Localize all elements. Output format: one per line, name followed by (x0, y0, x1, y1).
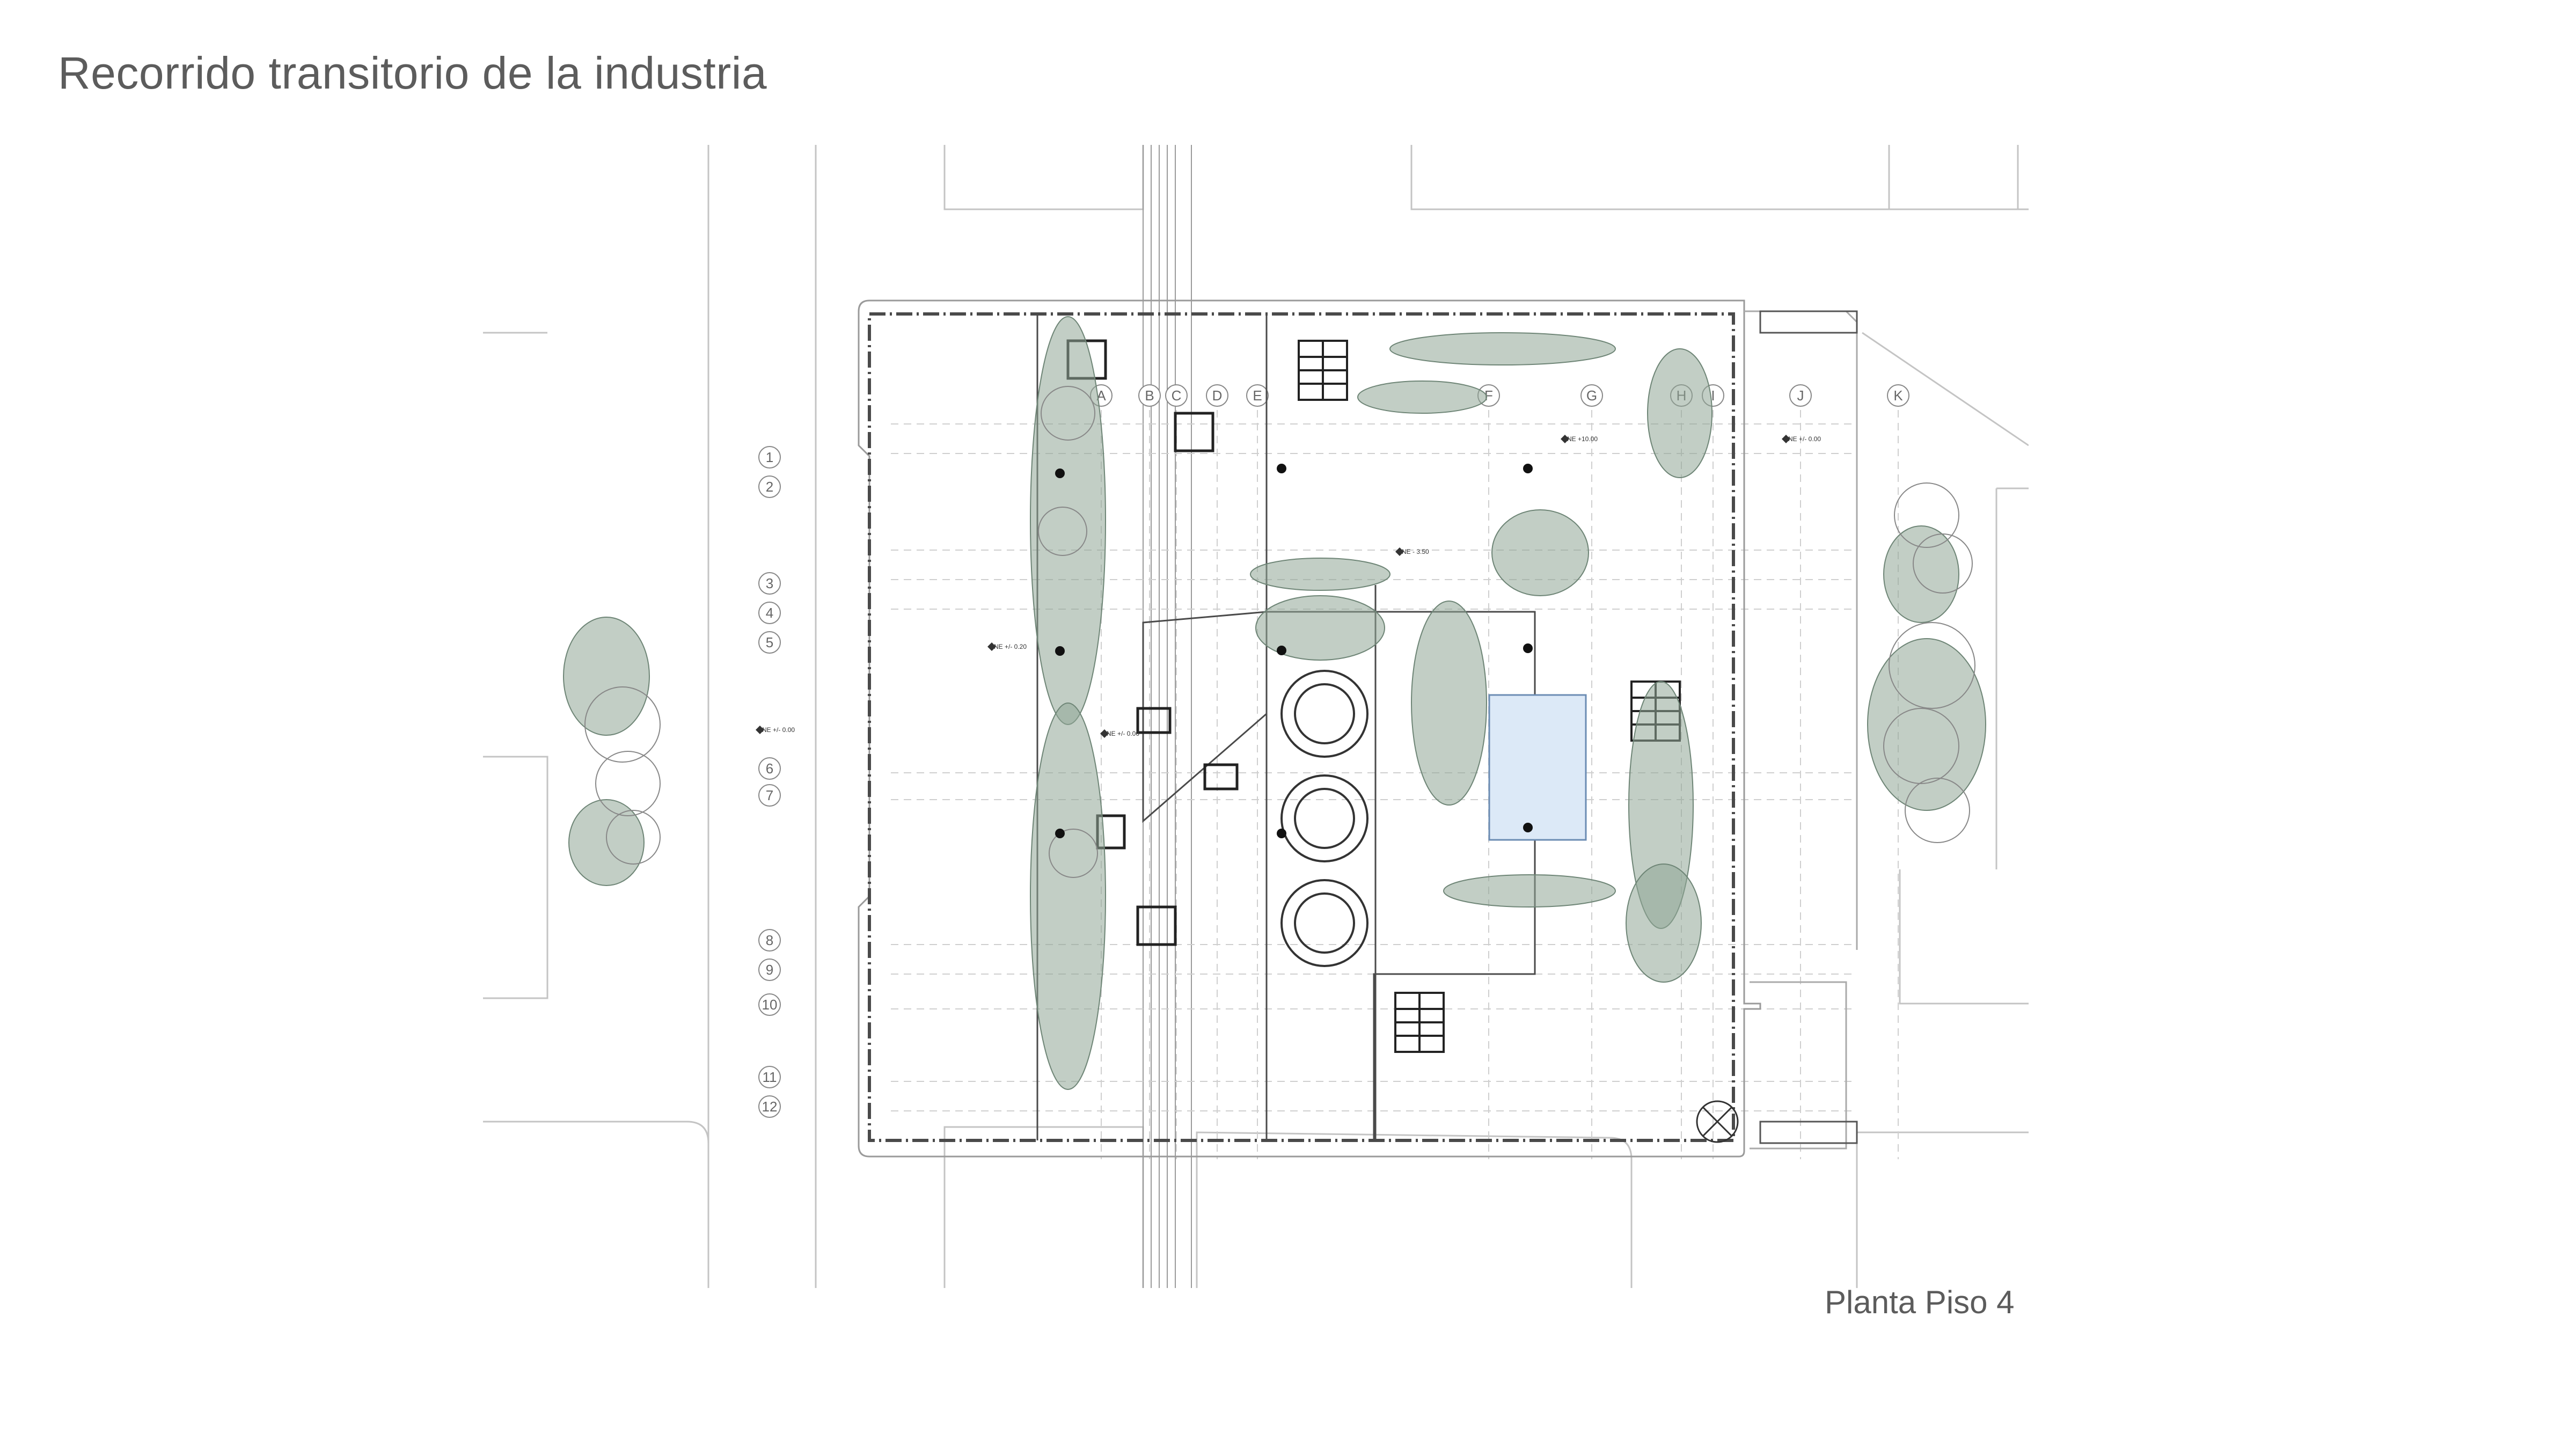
axis-row-11: 11 (763, 1069, 777, 1085)
tree-icon (584, 386, 1975, 878)
page-title: Recorrido transitorio de la industria (58, 48, 767, 98)
axis-col-k: K (1893, 387, 1903, 404)
axis-row-4: 4 (766, 605, 773, 621)
axis-row-10: 10 (762, 997, 778, 1013)
row-axis-labels: 1 2 3 4 5 6 7 8 9 10 11 12 (762, 449, 778, 1115)
axis-col-a: A (1096, 387, 1106, 404)
building-outline (858, 299, 1858, 1158)
level-plaza-left: NE +/- 0.20 (994, 643, 1027, 650)
water-pool (1488, 694, 1587, 841)
street-context (483, 145, 2029, 1288)
axis-col-g: G (1586, 387, 1597, 404)
axis-col-d: D (1212, 387, 1223, 404)
level-street-right: NE +/- 0.00 (1788, 435, 1821, 443)
level-inner-left: NE +/- 0.00 (1107, 730, 1139, 737)
axis-row-5: 5 (766, 634, 773, 650)
axis-col-i: I (1711, 387, 1715, 404)
plan-caption: Planta Piso 4 (1825, 1284, 2015, 1320)
axis-row-8: 8 (766, 932, 773, 948)
level-marker-icon (756, 435, 1790, 738)
vegetation (563, 316, 1986, 1090)
axis-row-7: 7 (766, 787, 773, 803)
floor-plan-drawing: A B C D E F G H I J K 1 2 3 4 5 6 7 8 9 … (483, 145, 2029, 1299)
row-axis-markers (758, 446, 781, 1118)
circular-tanks (1280, 670, 1368, 967)
level-courtyard: NE - 3.50 (1402, 548, 1429, 555)
axis-row-9: 9 (766, 962, 773, 978)
north-marker-icon (1696, 1100, 1739, 1143)
axis-row-3: 3 (766, 575, 773, 591)
axis-row-12: 12 (762, 1099, 778, 1115)
rail-line (1143, 145, 1192, 1288)
level-labels: NE +/- 0.00 NE +/- 0.20 NE +/- 0.00 NE -… (762, 435, 1821, 737)
axis-col-f: F (1484, 387, 1493, 404)
axis-row-6: 6 (766, 760, 773, 777)
axis-col-c: C (1172, 387, 1182, 404)
structural-columns (1055, 464, 1533, 838)
axis-col-j: J (1797, 387, 1804, 404)
level-street-left: NE +/- 0.00 (762, 726, 795, 734)
interior-walls (1036, 314, 1536, 1140)
axis-col-b: B (1145, 387, 1154, 404)
axis-row-1: 1 (766, 449, 773, 465)
level-terrace: NE +10.00 (1567, 435, 1598, 443)
axis-col-e: E (1253, 387, 1262, 404)
axis-row-2: 2 (766, 479, 773, 495)
